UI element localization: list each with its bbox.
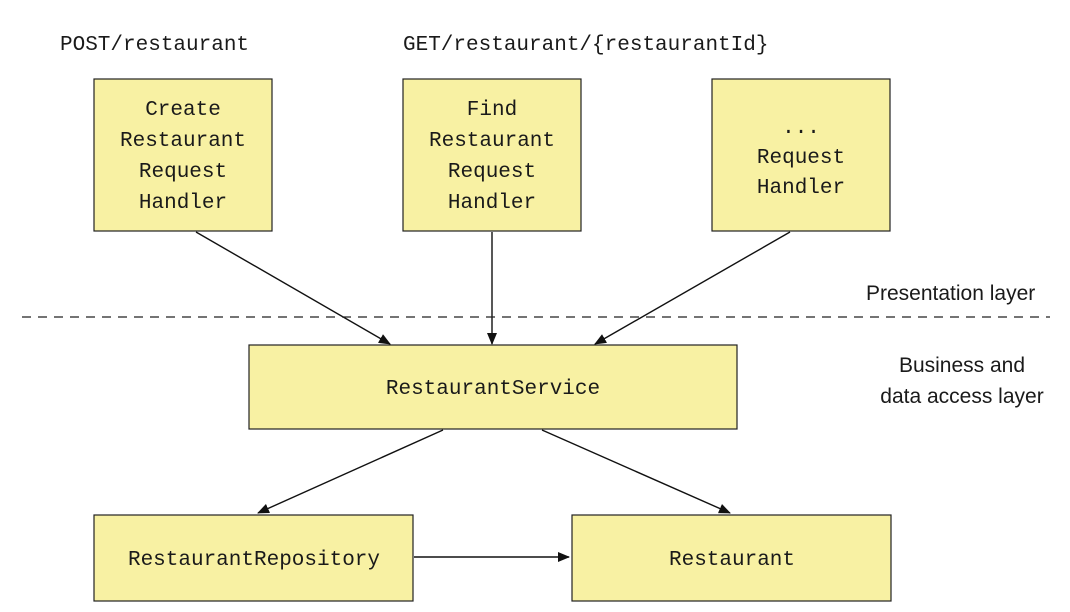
business-layer-label-line2: data access layer — [880, 385, 1043, 408]
service-label: RestaurantService — [386, 378, 600, 401]
handler-line: ... — [782, 117, 820, 140]
generic-request-handler-node: ... Request Handler — [711, 78, 891, 232]
post-endpoint-label: POST/restaurant — [60, 34, 249, 57]
handler-line: Find — [467, 99, 517, 122]
arrow-service-to-entity — [541, 429, 731, 514]
repository-label: RestaurantRepository — [128, 549, 380, 572]
restaurant-repository-node: RestaurantRepository — [93, 514, 414, 602]
entity-label: Restaurant — [669, 549, 795, 572]
handler-line: Request — [448, 161, 536, 184]
restaurant-entity-node: Restaurant — [571, 514, 892, 602]
handler-line: Handler — [448, 192, 536, 215]
arrow-generic-to-service — [594, 231, 791, 345]
get-endpoint-label: GET/restaurant/{restaurantId} — [403, 34, 768, 57]
handler-line: Handler — [757, 177, 845, 200]
handler-line: Create — [145, 99, 221, 122]
presentation-layer-label: Presentation layer — [866, 282, 1035, 305]
restaurant-service-node: RestaurantService — [248, 344, 738, 430]
arrow-create-to-service — [195, 231, 391, 345]
handler-line: Request — [139, 161, 227, 184]
handler-line: Request — [757, 147, 845, 170]
handler-line: Restaurant — [429, 130, 555, 153]
handler-line: Handler — [139, 192, 227, 215]
handler-line: Restaurant — [120, 130, 246, 153]
find-restaurant-handler-node: Find Restaurant Request Handler — [402, 78, 582, 232]
create-restaurant-handler-node: Create Restaurant Request Handler — [93, 78, 273, 232]
arrow-service-to-repository — [257, 429, 444, 514]
business-layer-label-line1: Business and — [899, 354, 1025, 377]
